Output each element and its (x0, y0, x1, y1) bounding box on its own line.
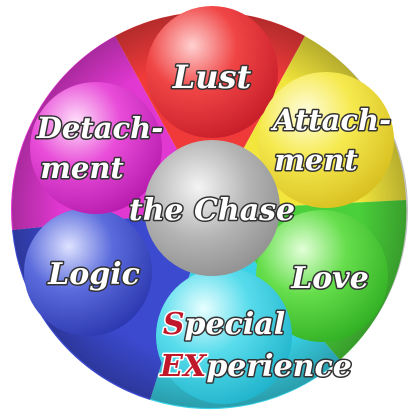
attachment-label-line1: Attach- (270, 103, 391, 137)
center-label: the Chase (129, 193, 295, 228)
special-accent-letter: S (163, 307, 185, 342)
experience-label-line2: EXperience (159, 349, 352, 384)
love-label: Love (290, 261, 369, 296)
detachment-label-line2: ment (40, 151, 124, 185)
experience-rest: perience (206, 349, 352, 384)
logic-circle (24, 208, 152, 336)
experience-accent-letters: EX (159, 349, 208, 384)
lust-circle (146, 6, 278, 138)
special-rest: pecial (185, 307, 286, 342)
love-circle (256, 210, 388, 342)
attachment-label-line2: ment (274, 143, 358, 177)
special-experience-circle (156, 268, 292, 404)
attachment-circle (258, 72, 394, 208)
center-circle (144, 140, 280, 276)
lust-label: Lust (172, 58, 252, 96)
detachment-circle (30, 82, 162, 214)
special-label-line1: Special (163, 307, 285, 342)
logic-label: Logic (47, 257, 140, 292)
detachment-label-line1: Detach- (36, 111, 164, 145)
